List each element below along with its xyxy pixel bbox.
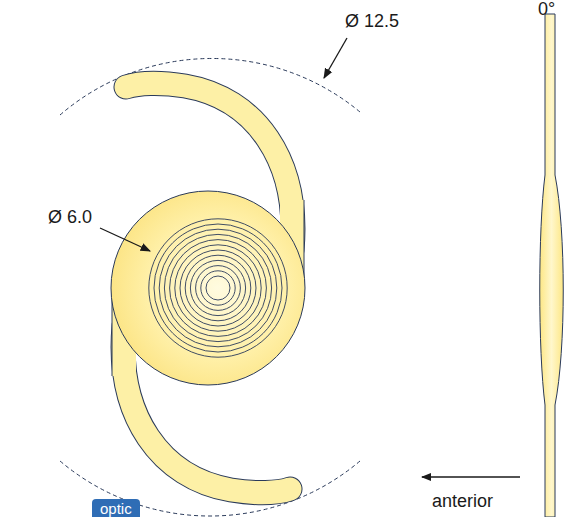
ring [185,255,251,321]
diffractive-rings [149,219,287,357]
badge-text: optic [100,500,140,517]
ring [206,276,230,300]
ring [190,260,245,315]
angle-label: 0° [538,0,555,20]
leader-arrow [100,228,150,251]
side-view [540,14,564,517]
ring [196,266,241,311]
ring [149,219,287,357]
leader-arrow [324,38,347,78]
ring [180,250,256,326]
ring [175,245,261,331]
ring [201,271,235,305]
ring [154,224,282,352]
overall-diameter-circle [60,58,360,516]
section-badge: optic [92,499,140,517]
optic [111,191,305,385]
dimension-label: Ø 6.0 [48,208,92,228]
dimension-label: Ø 12.5 [345,12,399,32]
ring [164,234,271,341]
ring [159,229,277,347]
direction-label: anterior [432,492,493,512]
direction-arrow [422,476,520,477]
ring [170,240,267,337]
